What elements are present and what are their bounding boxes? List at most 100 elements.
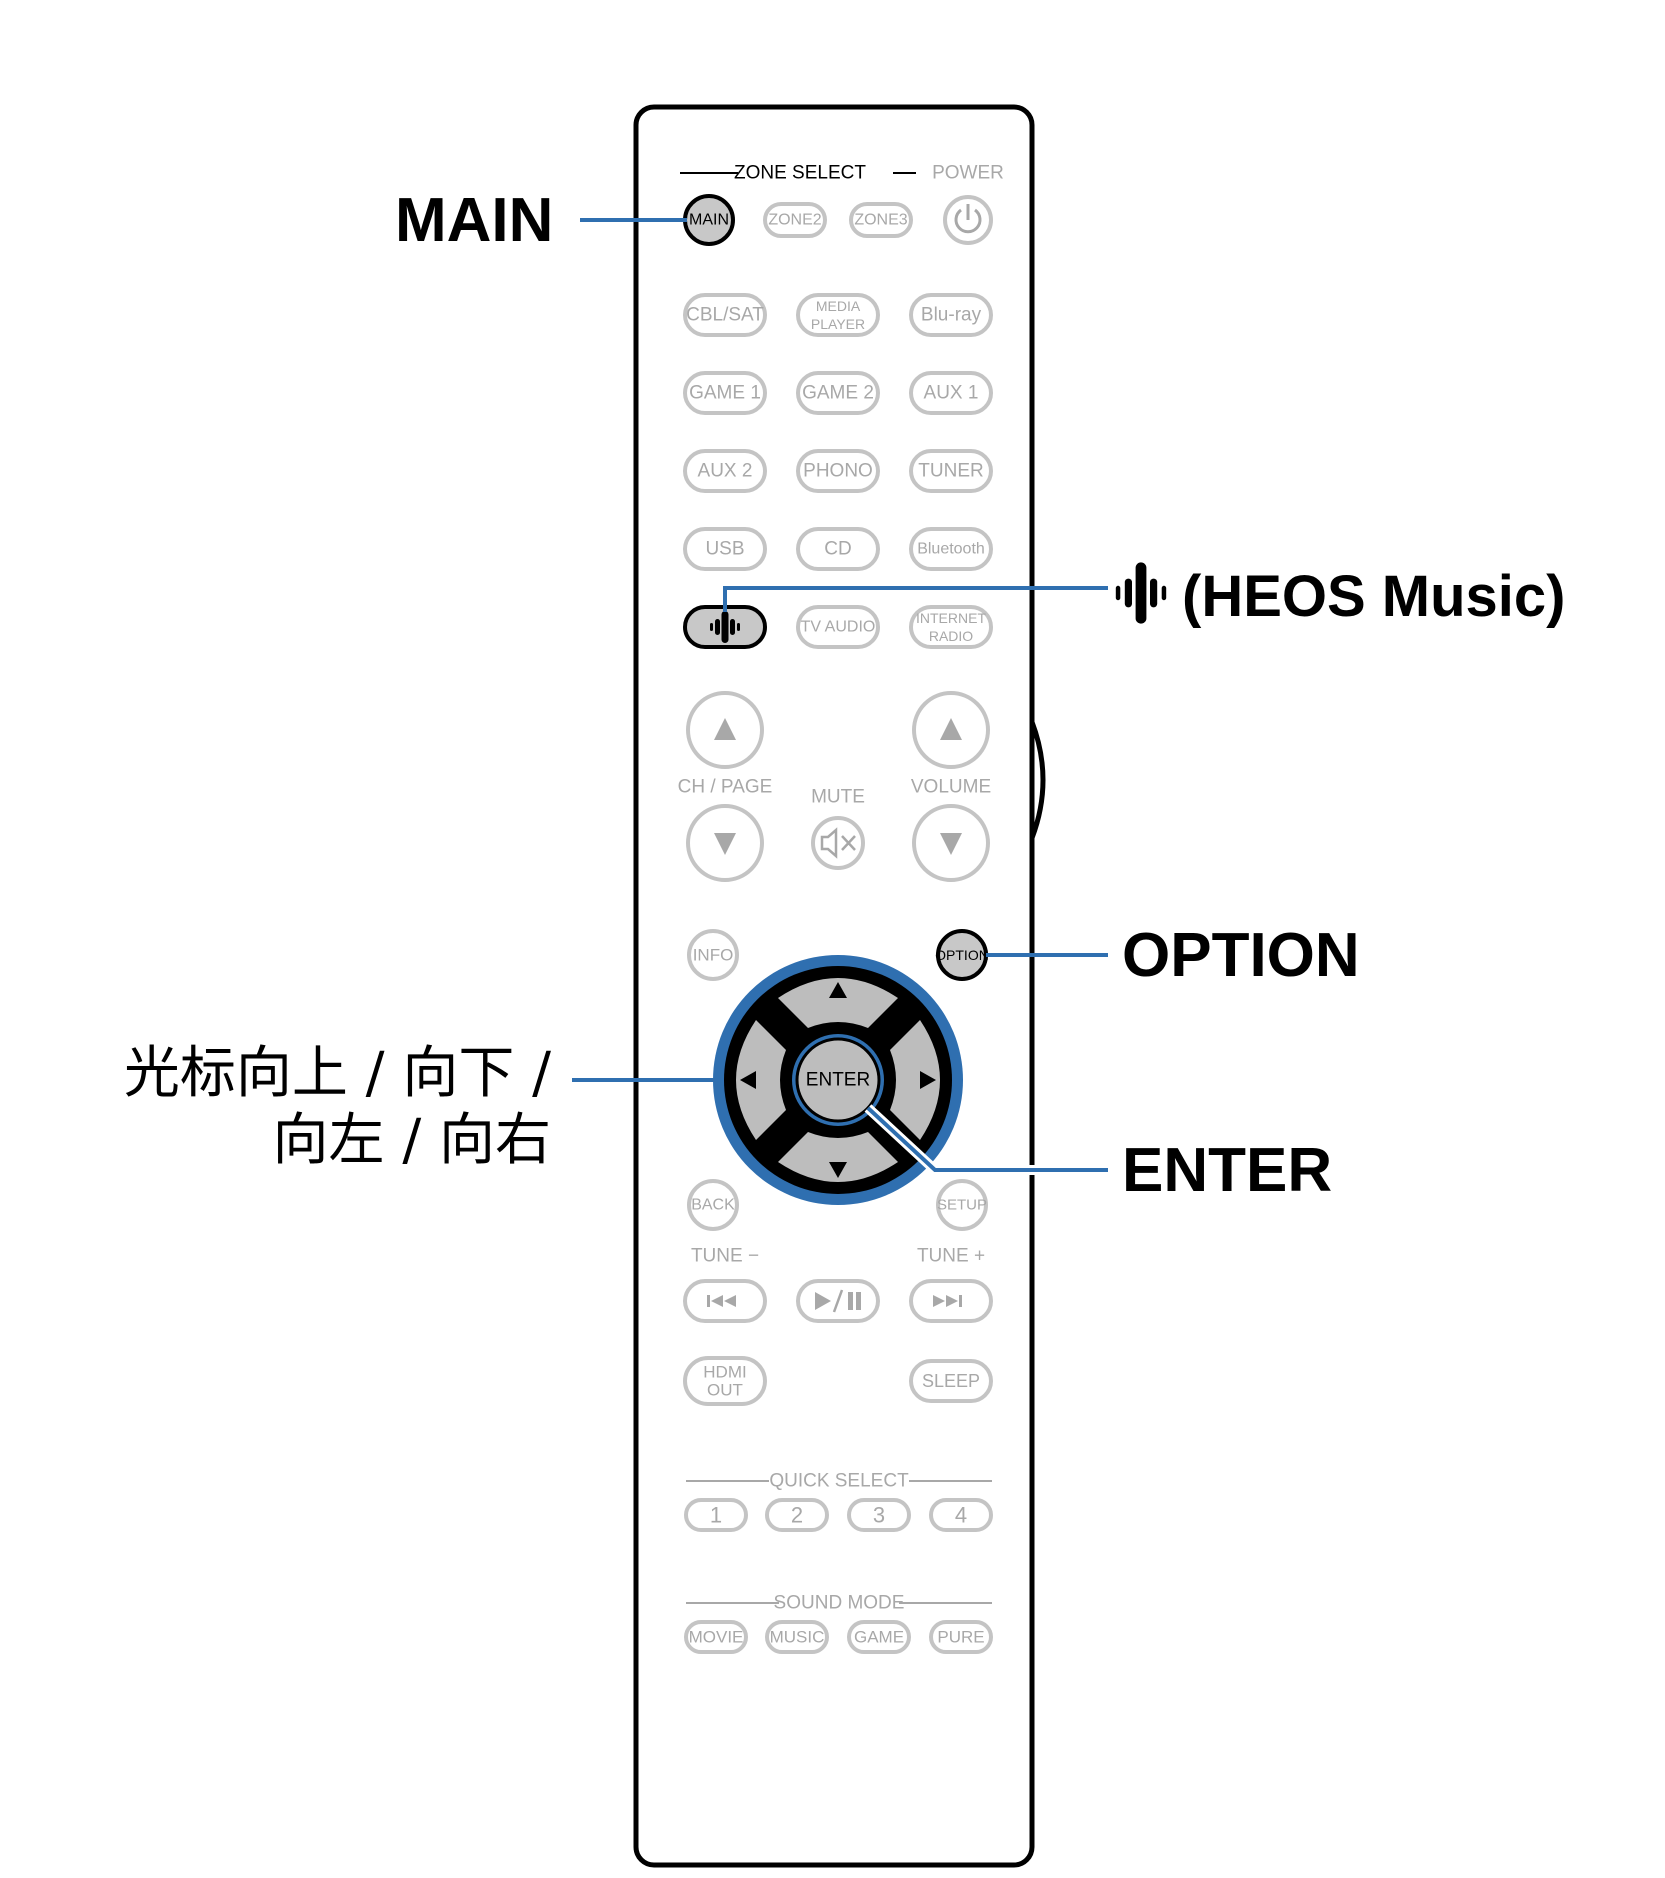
button-shape <box>683 371 767 415</box>
ch-page-label: CH / PAGE <box>678 777 773 798</box>
button-shape <box>796 449 880 493</box>
zone2-button[interactable]: ZONE2 <box>763 202 827 238</box>
button-aux-1[interactable]: AUX 1 <box>909 371 993 415</box>
button-shape <box>929 1620 993 1654</box>
cursor-right-button[interactable] <box>890 1020 940 1140</box>
button-aux-2[interactable]: AUX 2 <box>683 449 767 493</box>
button-shape <box>909 605 993 649</box>
button-phono[interactable]: PHONO <box>796 449 880 493</box>
power-button[interactable] <box>943 195 993 245</box>
sound-mode-pure-button[interactable]: PURE <box>929 1620 993 1654</box>
setup-button[interactable]: SETUP <box>936 1179 988 1231</box>
next-icon <box>933 1295 962 1307</box>
cursor-arrow-icon <box>829 1162 847 1178</box>
zone3-button[interactable]: ZONE3 <box>849 202 913 238</box>
heos-icon <box>1115 562 1167 624</box>
next-button[interactable] <box>909 1279 993 1323</box>
mute-cross <box>841 835 856 851</box>
speaker-shape <box>820 827 838 859</box>
play-triangle <box>815 1292 831 1310</box>
cursor-left-button[interactable] <box>736 1020 786 1140</box>
icon-triangle <box>933 1295 945 1307</box>
callout-heos-label: (HEOS Music) <box>1182 564 1566 629</box>
button-shape <box>796 527 880 571</box>
quick-select-4-button[interactable]: 4 <box>929 1498 993 1532</box>
button-label: SETUP <box>937 1197 987 1214</box>
heos-icon-bar <box>715 619 720 635</box>
sound-mode-movie-button[interactable]: MOVIE <box>684 1620 748 1654</box>
callout-main: MAIN <box>395 186 554 255</box>
button-label: ZONE3 <box>854 212 907 229</box>
quick-select-3-button[interactable]: 3 <box>847 1498 911 1532</box>
button-label: CBL/SAT <box>686 305 764 326</box>
icon-bar <box>707 1295 710 1307</box>
enter-button[interactable]: ENTER <box>795 1037 881 1123</box>
volume-down-button[interactable] <box>912 804 990 882</box>
button-shape <box>909 293 993 337</box>
button-label: 1 <box>710 1503 722 1528</box>
previous-button[interactable] <box>683 1279 767 1323</box>
button-shape <box>909 371 993 415</box>
option-button[interactable]: OPTION <box>935 929 989 981</box>
button-shape <box>936 1179 988 1231</box>
button-shape <box>683 449 767 493</box>
button-shape <box>683 1356 767 1406</box>
cursor-arrow-icon <box>920 1071 936 1089</box>
sound-mode-game-button[interactable]: GAME <box>847 1620 911 1654</box>
button-shape <box>687 929 739 981</box>
button-cd[interactable]: CD <box>796 527 880 571</box>
button-label: USB <box>705 539 744 560</box>
sleep-button[interactable]: SLEEP <box>909 1359 993 1403</box>
up-arrow-icon <box>714 718 736 740</box>
heos-music-button[interactable] <box>683 605 767 649</box>
button-cbl-sat[interactable]: CBL/SAT <box>683 293 767 337</box>
volume-label: VOLUME <box>911 777 991 798</box>
volume-up-button[interactable] <box>912 691 990 769</box>
enter-label: ENTER <box>806 1070 870 1091</box>
button-tuner[interactable]: TUNER <box>909 449 993 493</box>
quick-select-2-button[interactable]: 2 <box>765 1498 829 1532</box>
button-usb[interactable]: USB <box>683 527 767 571</box>
icon-triangle <box>946 1295 958 1307</box>
button-label: MAIN <box>689 212 729 229</box>
back-button[interactable]: BACK <box>687 1179 739 1231</box>
button-tv-audio[interactable]: TV AUDIO <box>796 605 880 649</box>
slash <box>832 1289 844 1313</box>
icon-triangle <box>711 1295 723 1307</box>
quick-select-title: QUICK SELECT <box>769 1471 909 1492</box>
sound-mode-music-button[interactable]: MUSIC <box>765 1620 829 1654</box>
button-label: PLAYER <box>811 316 865 332</box>
button-label: AUX 1 <box>924 383 979 404</box>
play-pause-button[interactable] <box>796 1279 880 1323</box>
button-game-1[interactable]: GAME 1 <box>683 371 767 415</box>
button-shape <box>796 293 880 337</box>
mute-label: MUTE <box>811 787 865 808</box>
power-icon <box>954 204 982 234</box>
callout-heos: (HEOS Music) <box>1114 560 1566 626</box>
button-label: MOVIE <box>689 1628 744 1647</box>
main-button[interactable]: MAIN <box>683 194 735 246</box>
cursor-up-button[interactable] <box>778 978 898 1028</box>
button-shape <box>796 371 880 415</box>
button-label: HDMI <box>703 1363 746 1382</box>
ch-page-down-button[interactable] <box>686 804 764 882</box>
button-blu-ray[interactable]: Blu-ray <box>909 293 993 337</box>
cursor-down-button[interactable] <box>778 1132 898 1182</box>
power-label: POWER <box>932 163 1004 184</box>
button-label: PURE <box>937 1628 984 1647</box>
button-label: ZONE2 <box>768 212 821 229</box>
button-label: 4 <box>955 1503 967 1528</box>
ch-page-up-button[interactable] <box>686 691 764 769</box>
button-label: 2 <box>791 1503 803 1528</box>
button-shape <box>847 1498 911 1532</box>
button-bluetooth[interactable]: Bluetooth <box>909 527 993 571</box>
quick-select-1-button[interactable]: 1 <box>684 1498 748 1532</box>
zone-select-title: ZONE SELECT <box>734 163 866 184</box>
info-button[interactable]: INFO <box>687 929 739 981</box>
mute-button[interactable] <box>811 816 865 870</box>
button-game-2[interactable]: GAME 2 <box>796 371 880 415</box>
button-label: GAME 2 <box>802 383 874 404</box>
